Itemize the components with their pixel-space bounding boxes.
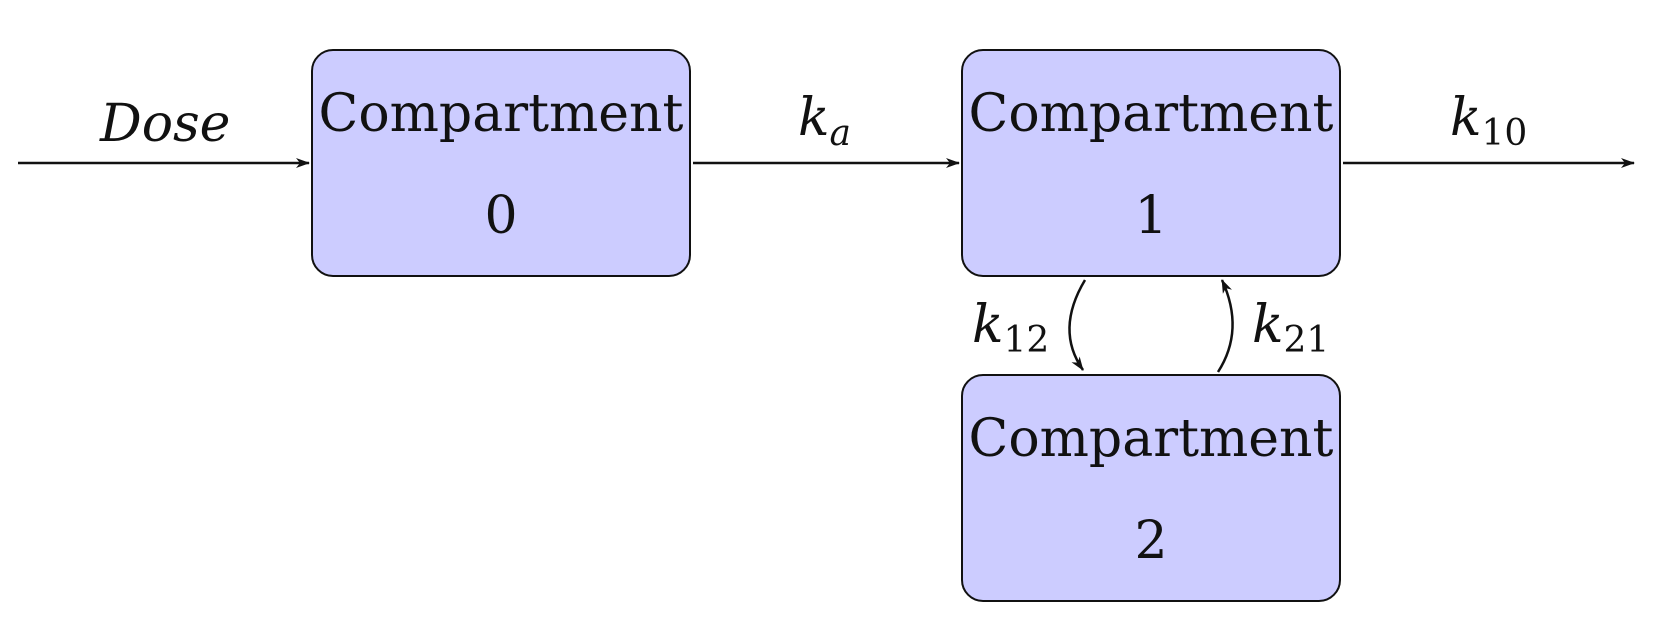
compartment-1-box: Compartment 1 [961, 49, 1341, 277]
k10-label-base: k [1450, 88, 1482, 148]
compartment-2-index: 2 [1134, 511, 1168, 571]
compartment-1-index: 1 [1134, 186, 1168, 246]
dose-label: Dose [100, 94, 231, 154]
k10-label-sub: 10 [1481, 113, 1528, 154]
k21-label-sub: 21 [1283, 320, 1330, 361]
k12-arrow [1068, 279, 1087, 371]
k10-label: k10 [1450, 88, 1527, 152]
k12-label-base: k [972, 295, 1004, 355]
ka-label-base: k [798, 88, 830, 148]
compartment-2-box: Compartment 2 [961, 374, 1341, 602]
k21-arrow [1216, 279, 1234, 373]
compartment-0-name: Compartment [318, 84, 684, 144]
compartment-2-name: Compartment [968, 409, 1334, 469]
compartment-0-index: 0 [484, 186, 518, 246]
compartment-1-name: Compartment [968, 84, 1334, 144]
k12-label-sub: 12 [1003, 320, 1050, 361]
k21-label: k21 [1252, 295, 1329, 359]
ka-label: ka [798, 88, 851, 152]
ka-label-sub: a [829, 113, 851, 154]
compartment-0-box: Compartment 0 [311, 49, 691, 277]
k12-label: k12 [972, 295, 1049, 359]
k21-label-base: k [1252, 295, 1284, 355]
